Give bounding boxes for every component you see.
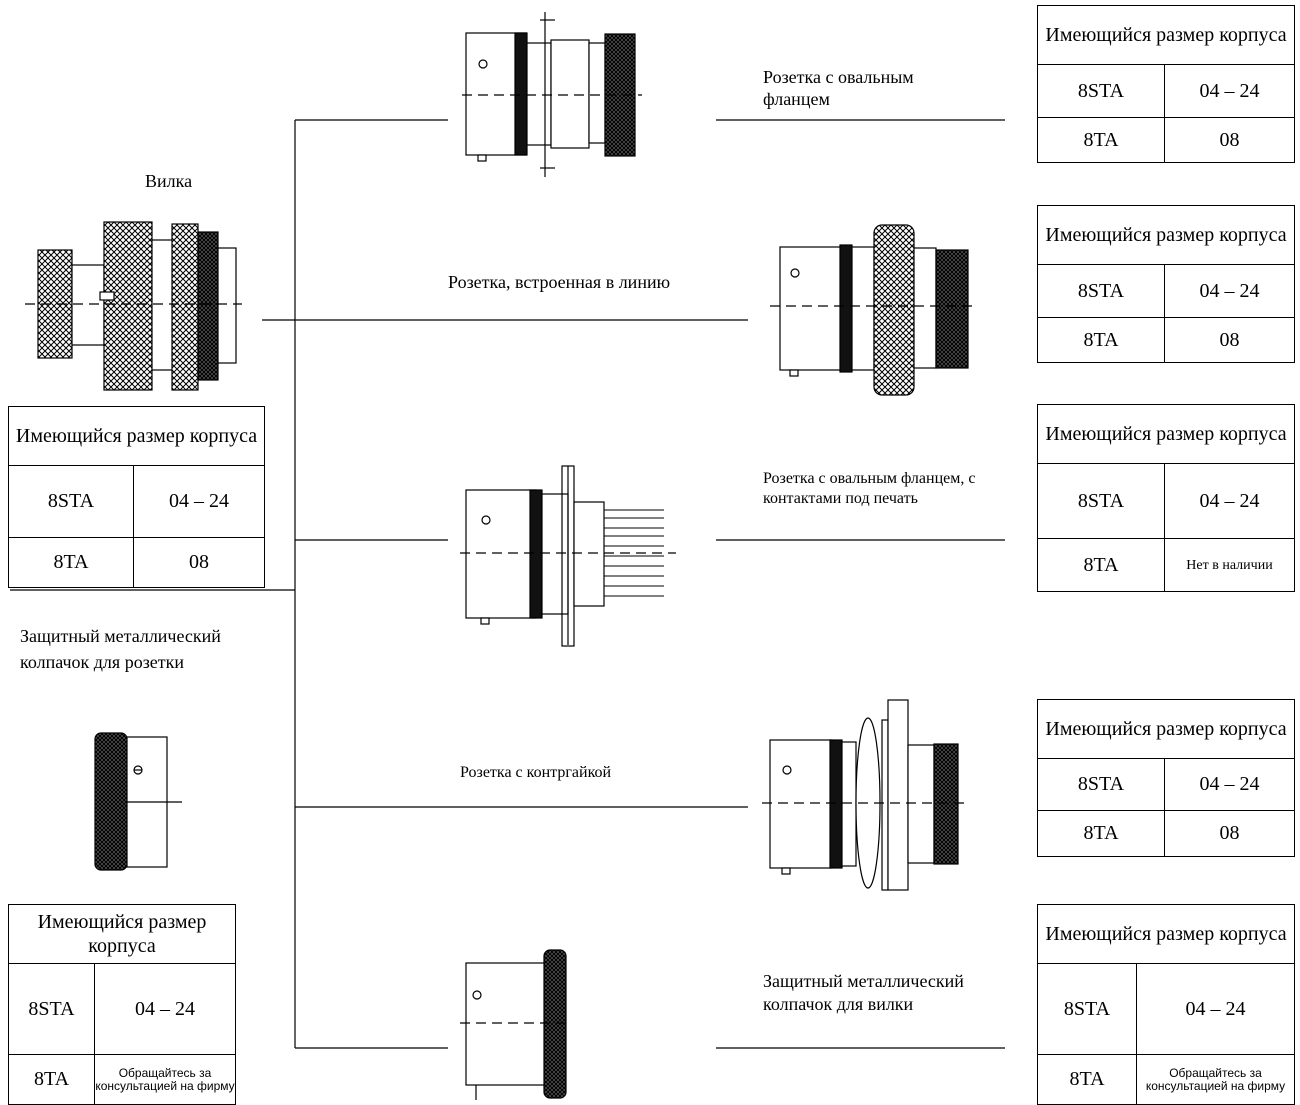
cap-plug-label: Защитный металлический колпачок для вилк… bbox=[763, 971, 964, 1014]
table-cell: 8STA bbox=[1037, 264, 1165, 318]
table-cell: 04 – 24 bbox=[1164, 463, 1295, 539]
oval-flange-drawing bbox=[462, 12, 642, 177]
table-cell: Обращайтесь за консультацией на фирму bbox=[1136, 1054, 1295, 1105]
cap-plug-drawing bbox=[460, 949, 572, 1100]
cap-socket-label: Защитный металлический колпачок для розе… bbox=[20, 626, 221, 672]
table-cell: Нет в наличии bbox=[1164, 538, 1295, 592]
table-cell: 8STA bbox=[1037, 463, 1165, 539]
table-cell: 8STA bbox=[8, 963, 95, 1055]
table-header: Имеющийся размер корпуса bbox=[1037, 5, 1295, 65]
table-cell: 04 – 24 bbox=[1164, 64, 1295, 118]
plug-drawing bbox=[25, 221, 242, 391]
table-cell: 08 bbox=[133, 537, 265, 588]
table-cell: 8STA bbox=[1037, 64, 1165, 118]
pcb-flange-drawing bbox=[460, 465, 676, 647]
table-header: Имеющийся размер корпуса bbox=[1037, 404, 1295, 464]
table-header: Имеющийся размер корпуса bbox=[1037, 205, 1295, 265]
table-cell: 08 bbox=[1164, 317, 1295, 363]
table-cell: 08 bbox=[1164, 810, 1295, 857]
table-cell: 8STA bbox=[1037, 963, 1137, 1055]
locknut-label: Розетка с контргайкой bbox=[460, 764, 612, 781]
connection-lines bbox=[10, 119, 1005, 1049]
table-cell: 8TA bbox=[8, 537, 134, 588]
oval-flange-label: Розетка с овальным фланцем bbox=[763, 67, 914, 109]
inline-socket-drawing bbox=[770, 224, 978, 396]
table-cell: 04 – 24 bbox=[94, 963, 236, 1055]
table-cell: 04 – 24 bbox=[1164, 758, 1295, 811]
table-cell: 04 – 24 bbox=[133, 465, 265, 538]
locknut-drawing bbox=[762, 699, 970, 891]
table-cell: 8TA bbox=[1037, 1054, 1137, 1105]
table-cell: 04 – 24 bbox=[1164, 264, 1295, 318]
table-cell: Обращайтесь за консультацией на фирму bbox=[94, 1054, 236, 1105]
table-cell: 8STA bbox=[8, 465, 134, 538]
table-cell: 8TA bbox=[1037, 117, 1165, 163]
table-cell: 08 bbox=[1164, 117, 1295, 163]
table-cell: 8TA bbox=[1037, 317, 1165, 363]
table-header: Имеющийся размер корпуса bbox=[8, 904, 236, 964]
cap-socket-drawing bbox=[94, 732, 182, 871]
inline-label: Розетка, встроенная в линию bbox=[448, 272, 671, 292]
table-header: Имеющийся размер корпуса bbox=[8, 406, 265, 466]
pcb-flange-label: Розетка с овальным фланцем, с контактами… bbox=[763, 470, 976, 507]
table-header: Имеющийся размер корпуса bbox=[1037, 904, 1295, 964]
table-cell: 8TA bbox=[1037, 810, 1165, 857]
table-cell: 8STA bbox=[1037, 758, 1165, 811]
table-cell: 8TA bbox=[8, 1054, 95, 1105]
table-header: Имеющийся размер корпуса bbox=[1037, 699, 1295, 759]
table-cell: 8TA bbox=[1037, 538, 1165, 592]
table-cell: 04 – 24 bbox=[1136, 963, 1295, 1055]
plug-label: Вилка bbox=[145, 171, 193, 191]
